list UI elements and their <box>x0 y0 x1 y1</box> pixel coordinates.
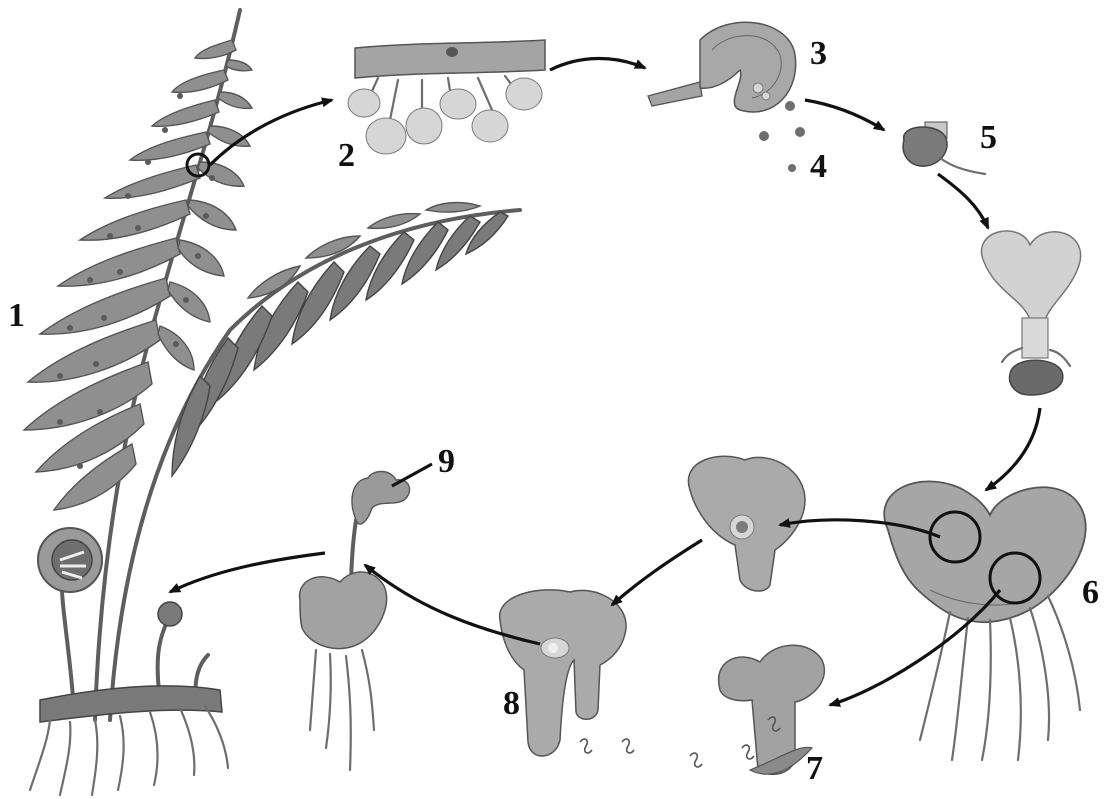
label-9: 9 <box>438 443 455 480</box>
arrow-5-to-prothallus <box>938 174 988 228</box>
arrow-3-to-5 <box>805 100 884 130</box>
label-1: 1 <box>8 297 25 334</box>
rhizome-roots <box>30 686 228 795</box>
arrow-2-to-3 <box>550 58 645 70</box>
label-4: 4 <box>810 148 827 185</box>
arrow-prothallus-to-6 <box>986 408 1040 490</box>
label-6: 6 <box>1082 574 1099 611</box>
germinating-spore <box>903 122 985 174</box>
label-3: 3 <box>810 35 827 72</box>
open-sporangium <box>648 22 796 112</box>
young-sporophyte <box>300 464 432 770</box>
young-prothallus <box>982 231 1081 395</box>
adult-fern-sporophyte <box>24 10 520 795</box>
label-7: 7 <box>806 750 823 787</box>
arrow-archegonium-to-8 <box>612 540 702 605</box>
tall-frond-pinnae <box>24 40 252 510</box>
mature-prothallus-gametophyte <box>884 481 1085 760</box>
label-2: 2 <box>338 137 355 174</box>
label-8: 8 <box>503 685 520 722</box>
label-5: 5 <box>980 119 997 156</box>
archegonium-zygote <box>500 590 702 767</box>
sorus-sporangia <box>348 40 545 154</box>
spores <box>759 101 805 172</box>
fiddlehead <box>38 528 102 710</box>
